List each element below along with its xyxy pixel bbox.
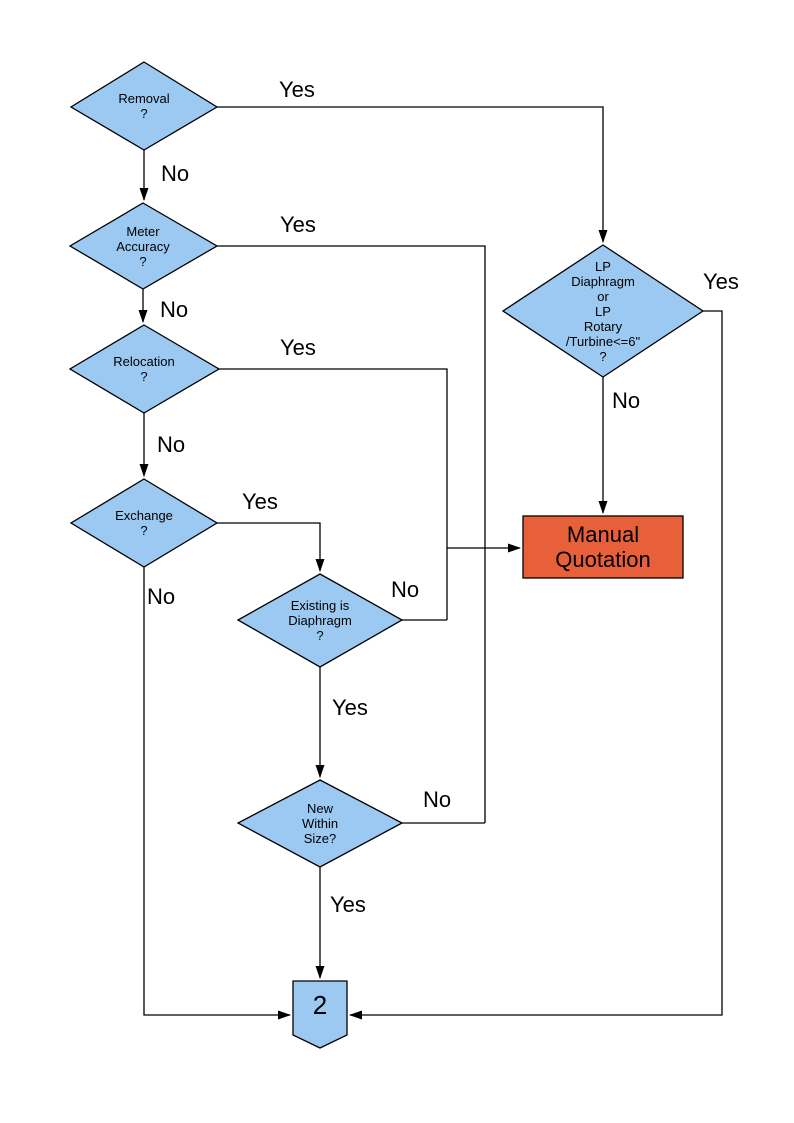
edge-label-removal-yes: Yes — [279, 77, 315, 102]
edge-label-meter-accuracy-no: No — [160, 297, 189, 322]
edge-label-relocation-no: No — [157, 432, 186, 457]
edge-label-exchange-no: No — [147, 584, 176, 609]
removal-decision-shape — [69, 61, 219, 151]
new-within-size-decision-shape — [236, 779, 404, 868]
edge-label-new-within-size-yes: Yes — [330, 892, 366, 917]
lp-meter-label: LP Diaphragm or LP Rotary /Turbine<=6" ? — [565, 259, 641, 364]
existing-is-diaphragm-label: Existing is Diaphragm ? — [288, 598, 352, 643]
edge-label-relocation-yes: Yes — [280, 335, 316, 360]
edge-label-removal-no: No — [161, 161, 190, 186]
removal-label: Removal ? — [118, 91, 170, 121]
manual-quotation-label: Manual Quotation — [555, 522, 651, 572]
relocation-decision-shape — [68, 324, 221, 414]
edge-exchange-no — [143, 567, 291, 1020]
connector-2-shape — [292, 980, 348, 1049]
exchange-label: Exchange ? — [115, 508, 173, 538]
edge-label-new-within-size-no: No — [423, 787, 452, 812]
existing-is-diaphragm-decision-shape — [236, 573, 404, 668]
edge-label-existing-no: No — [391, 577, 420, 602]
edge-lp-yes — [349, 310, 723, 1020]
connector-2-label: 2 — [312, 990, 328, 1020]
edge-meter-accuracy-yes — [217, 245, 486, 823]
meter-accuracy-decision-shape — [68, 202, 219, 290]
edge-removal-yes — [217, 106, 608, 243]
new-within-size-label: New Within Size? — [301, 801, 339, 846]
flowchart-edges — [138, 106, 723, 1020]
edge-label-existing-yes: Yes — [332, 695, 368, 720]
flowchart-nodes — [68, 61, 705, 1049]
edge-exchange-yes — [217, 522, 325, 572]
edge-relocation-yes — [219, 368, 448, 620]
edge-label-meter-accuracy-yes: Yes — [280, 212, 316, 237]
manual-quotation-box — [522, 515, 684, 579]
edge-label-lp-no: No — [612, 388, 641, 413]
edge-label-lp-yes: Yes — [703, 269, 739, 294]
exchange-decision-shape — [69, 478, 219, 568]
meter-accuracy-label: Meter Accuracy ? — [116, 224, 170, 269]
edge-label-exchange-yes: Yes — [242, 489, 278, 514]
lp-meter-decision-shape — [501, 244, 705, 378]
relocation-label: Relocation ? — [113, 354, 175, 384]
